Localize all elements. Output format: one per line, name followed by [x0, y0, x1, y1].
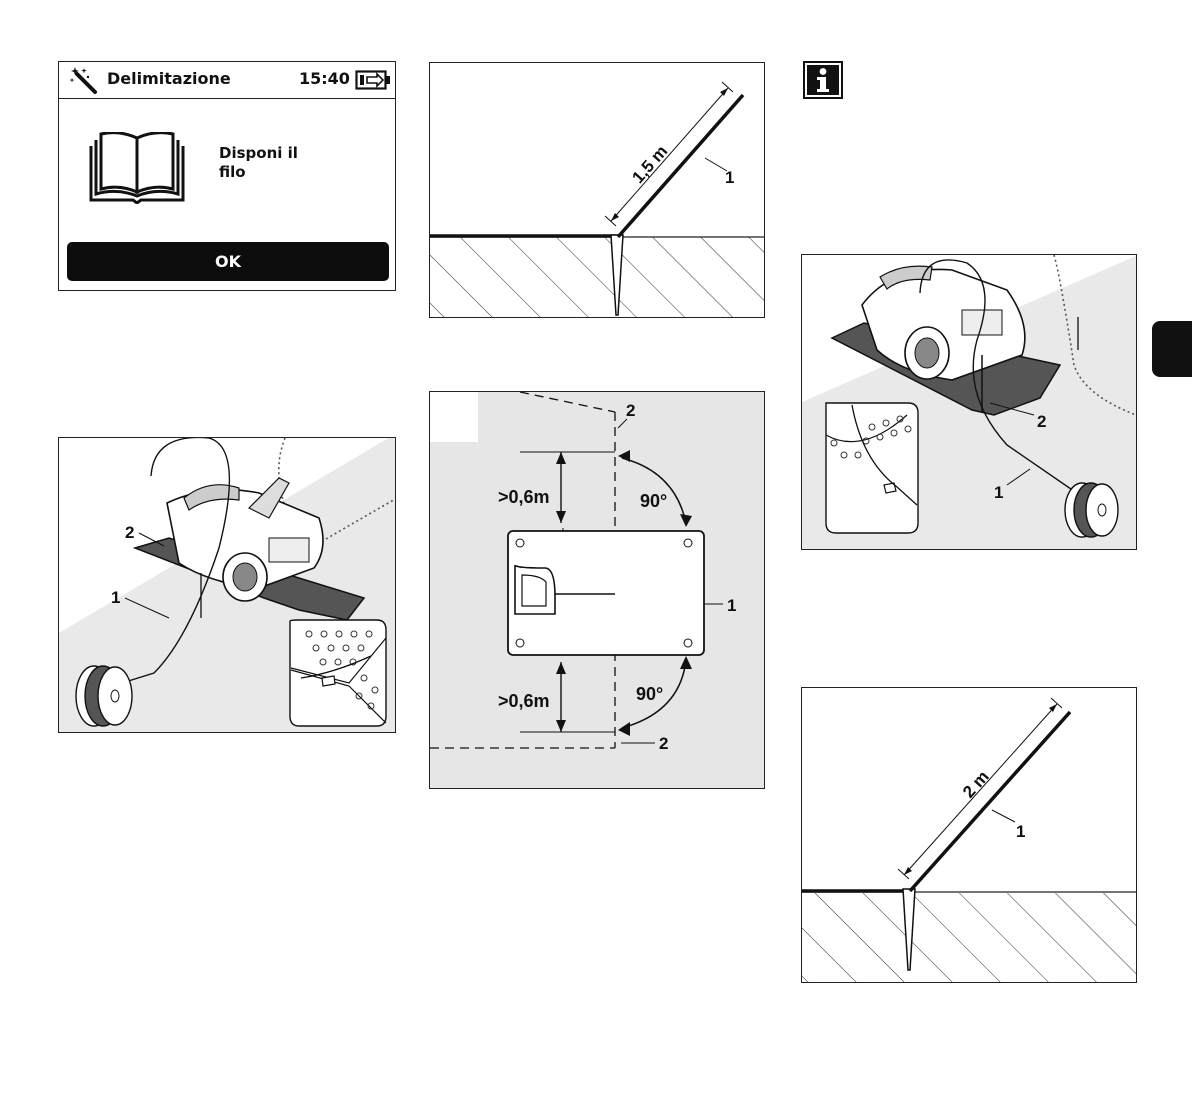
wire-spool	[1065, 483, 1118, 537]
distance-label: 1,5 m	[628, 142, 671, 187]
detail-inset	[826, 403, 918, 533]
ok-button[interactable]: OK	[67, 242, 389, 281]
wire-spool	[76, 666, 132, 726]
wire-raised	[910, 712, 1070, 891]
display-screen: Delimitazione 15:40 Disponi il filo OK	[58, 61, 396, 291]
callout-1: 1	[1016, 822, 1025, 841]
angle-bottom: 90°	[636, 684, 663, 704]
message-line-1: Disponi il	[219, 144, 379, 163]
screen-time: 15:40	[299, 69, 350, 88]
ground-hatch	[430, 237, 765, 318]
callout-2-top: 2	[626, 401, 635, 420]
clearance-top: >0,6m	[498, 487, 550, 507]
figure-mower-wire-right: 2 1	[801, 254, 1137, 550]
callout-1: 1	[111, 588, 120, 607]
screen-message: Disponi il filo	[219, 144, 379, 182]
callout-2: 2	[125, 523, 134, 542]
figure-top-view: >0,6m >0,6m 90° 90° 2 2 1	[429, 391, 765, 789]
figure-mower-wire-left: 2 1	[58, 437, 396, 733]
manual-book-icon	[87, 132, 187, 204]
screen-title: Delimitazione	[107, 69, 231, 88]
battery-charging-icon	[355, 69, 391, 91]
figure-stake-2m: 2 m 1	[801, 687, 1137, 983]
callout-1: 1	[725, 168, 734, 187]
screen-title-bar: Delimitazione 15:40	[59, 62, 395, 99]
distance-label: 2 m	[959, 767, 993, 802]
magic-wand-icon	[69, 66, 99, 94]
ground-hatch	[802, 893, 1137, 983]
callout-1: 1	[994, 483, 1003, 502]
clearance-bottom: >0,6m	[498, 691, 550, 711]
info-icon	[803, 61, 843, 99]
figure-stake-1-5m: 1,5 m 1	[429, 62, 765, 318]
chapter-tab	[1152, 321, 1192, 377]
angle-top: 90°	[640, 491, 667, 511]
message-line-2: filo	[219, 163, 379, 182]
callout-1: 1	[727, 596, 736, 615]
callout-2-bottom: 2	[659, 734, 668, 753]
callout-2: 2	[1037, 412, 1046, 431]
